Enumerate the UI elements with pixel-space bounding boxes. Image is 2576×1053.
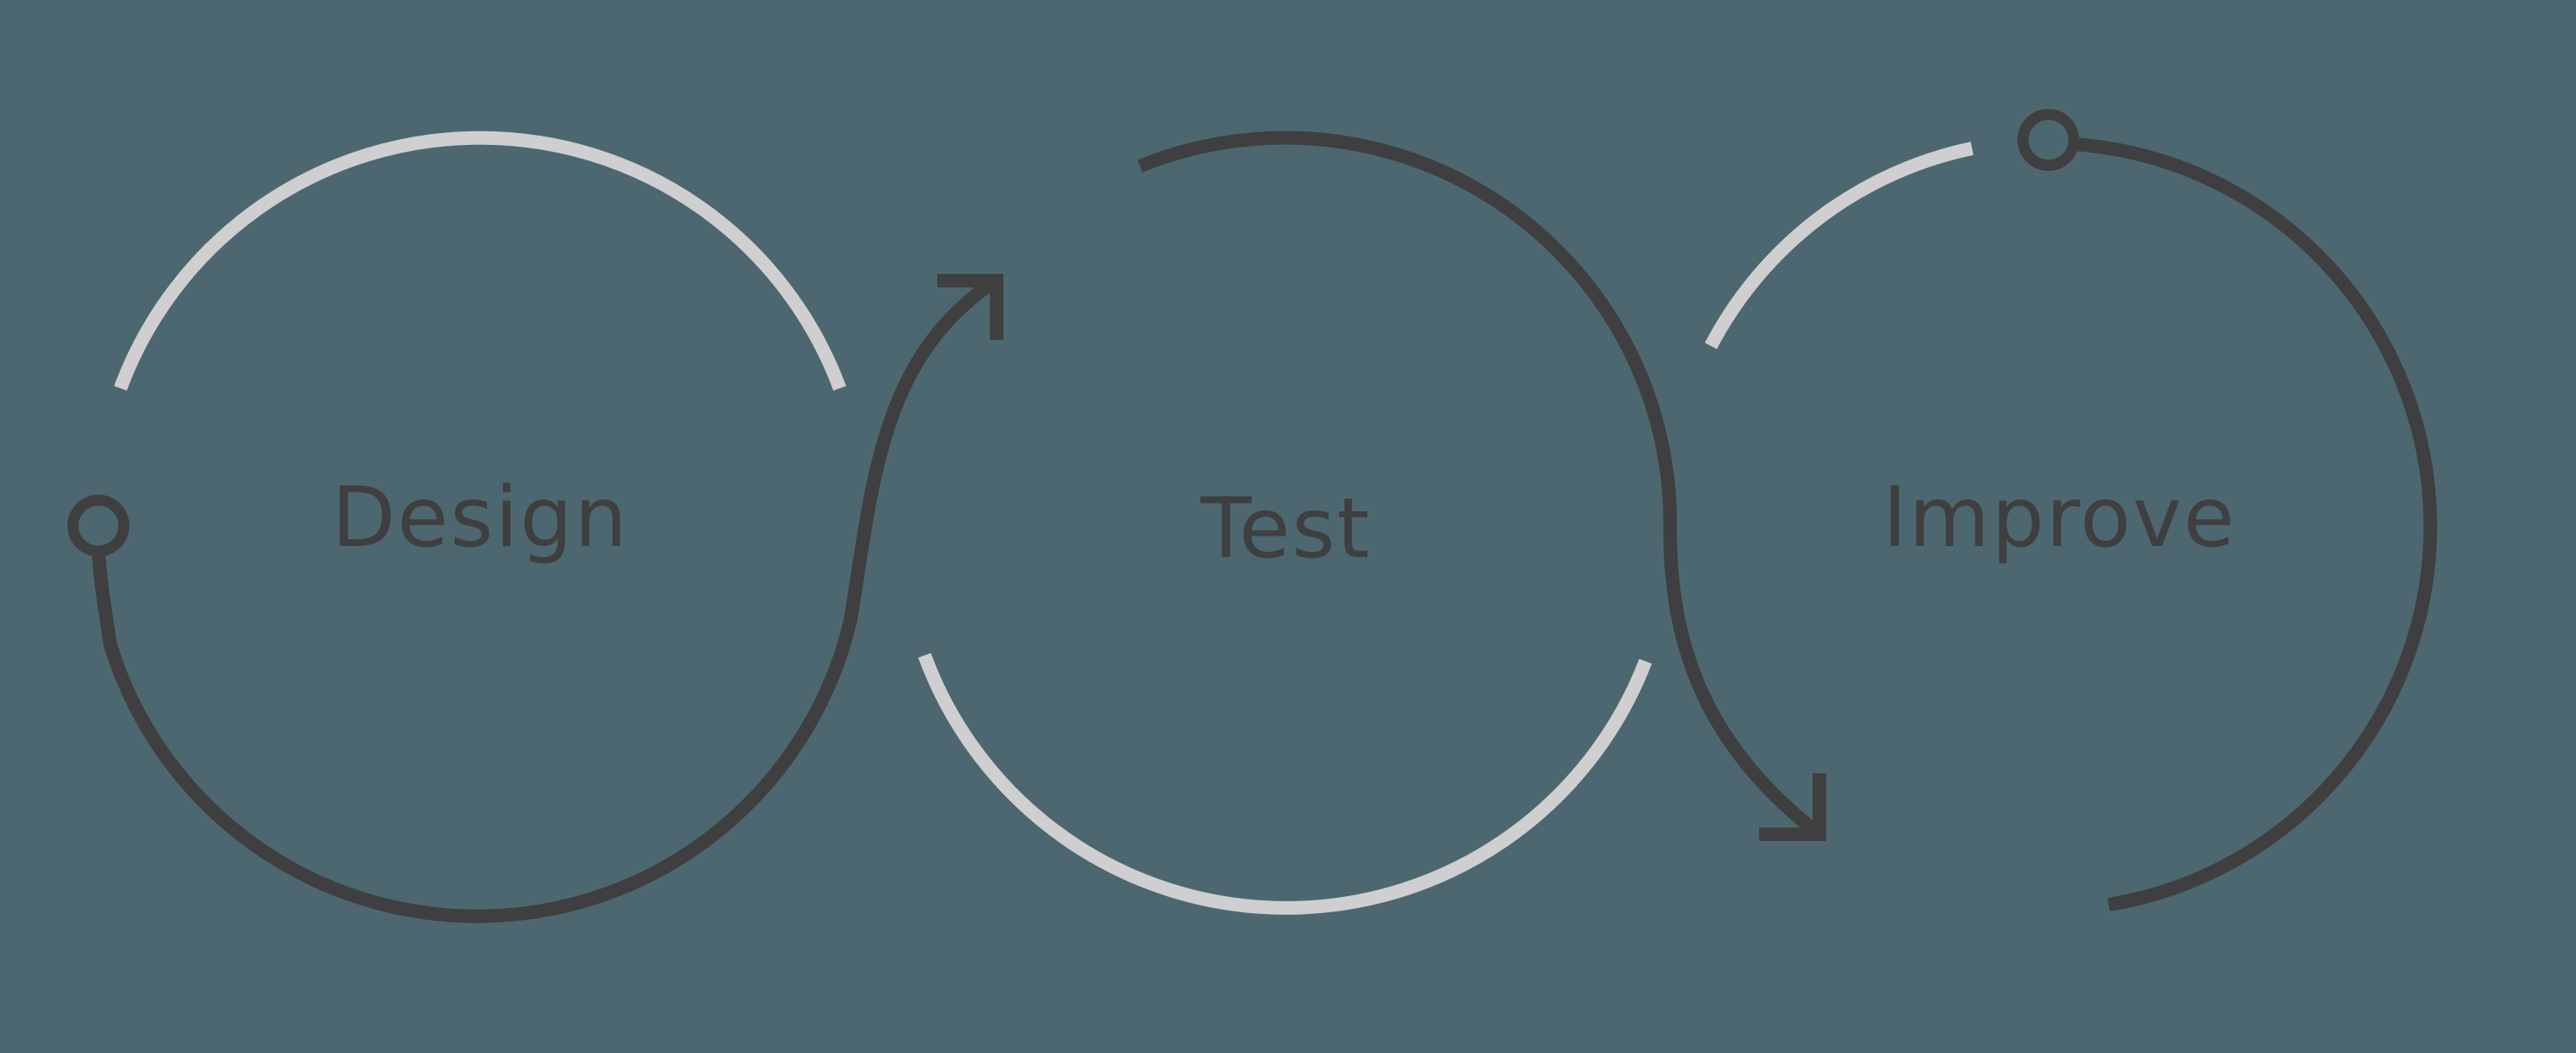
node-icon [2017, 109, 2080, 171]
stage-label-improve: Improve [1882, 470, 2237, 566]
design-top-arc [114, 131, 847, 391]
test-bottom-arc [918, 653, 1652, 915]
improve-right-arc [2073, 137, 2438, 911]
design-bottom-arc-connector [92, 274, 1001, 923]
improve-top-left-arc [1704, 142, 1974, 349]
test-top-arc-connector [1137, 131, 1824, 840]
stage-label-design: Design [331, 470, 629, 566]
start-node-icon [67, 494, 130, 557]
stage-label-test: Test [1200, 481, 1372, 577]
arrow-down-right-icon [1759, 773, 1826, 841]
arrow-up-right-icon [937, 274, 1003, 340]
